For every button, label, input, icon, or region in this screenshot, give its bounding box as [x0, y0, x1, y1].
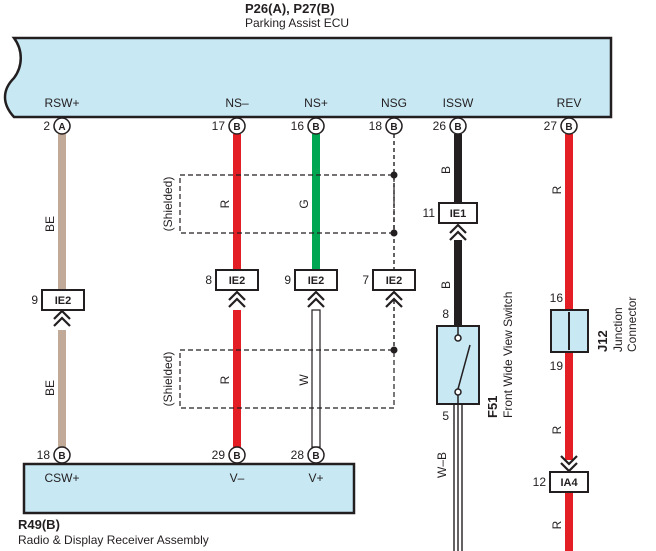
- receiver-terminal-v-minus: V–: [230, 471, 245, 485]
- terminal-nsg: NSG: [381, 96, 407, 110]
- pin-circle-b: B: [228, 117, 246, 135]
- pin-number: 18: [37, 448, 51, 462]
- pin-circle-b: B: [53, 446, 71, 464]
- front-wide-view-switch: [436, 325, 480, 405]
- svg-text:B: B: [565, 122, 572, 133]
- terminal-rsw-plus: RSW+: [44, 96, 79, 110]
- receiver-box: [22, 462, 356, 515]
- connector-ie2: IE2: [372, 269, 416, 291]
- wire-color-label: B: [439, 166, 453, 174]
- wire-color-label: R: [550, 425, 564, 434]
- ecu-box: [3, 36, 613, 119]
- wire-issw-lower: [453, 404, 463, 551]
- pin-circle-b: B: [307, 117, 325, 135]
- wire-color-label: B: [439, 281, 453, 289]
- connector-ia4: IA4: [549, 471, 589, 493]
- connector-ie2: IE2: [41, 289, 85, 311]
- pin-number: 26: [433, 119, 447, 133]
- chevron-up-icon: [307, 290, 325, 308]
- svg-text:B: B: [390, 122, 397, 133]
- shield-junction-dot: [390, 346, 398, 354]
- svg-text:IE2: IE2: [386, 275, 403, 287]
- terminal-ns-minus: NS–: [225, 96, 249, 110]
- svg-text:IA4: IA4: [560, 477, 578, 489]
- pin-number: 28: [291, 448, 305, 462]
- ecu-code: P26(A), P27(B): [245, 1, 335, 16]
- svg-text:B: B: [58, 451, 65, 462]
- terminal-ns-plus: NS+: [304, 96, 328, 110]
- pin-number: 27: [544, 119, 558, 133]
- pin-number: 29: [212, 448, 226, 462]
- pin-circle-b: B: [449, 117, 467, 135]
- wire-color-label: G: [297, 199, 311, 208]
- svg-text:B: B: [233, 451, 240, 462]
- junction-code: J12: [595, 330, 610, 352]
- junction-name-line1: Junction: [611, 307, 625, 352]
- pin-number: 16: [291, 119, 305, 133]
- chevron-up-icon: [385, 290, 403, 308]
- wire-color-label: BE: [43, 380, 57, 396]
- connector-ie1: IE1: [438, 202, 478, 224]
- ecu-name: Parking Assist ECU: [245, 16, 349, 30]
- pin-circle-b: B: [307, 446, 325, 464]
- shield-junction-dot: [390, 171, 398, 179]
- svg-text:B: B: [454, 122, 461, 133]
- shield-label-lower: (Shielded): [161, 352, 175, 407]
- connector-ie2: IE2: [215, 269, 259, 291]
- pin-number: 8: [205, 273, 212, 287]
- wire-ns-plus-lower: [311, 309, 321, 448]
- pin-number: 2: [43, 119, 50, 133]
- wire-color-label: R: [218, 199, 232, 208]
- receiver-code: R49(B): [18, 517, 60, 532]
- pin-number: 19: [550, 359, 564, 373]
- svg-text:IE2: IE2: [308, 275, 325, 287]
- receiver-terminal-v-plus: V+: [308, 471, 323, 485]
- pin-circle-b: B: [228, 446, 246, 464]
- pin-number: 11: [423, 206, 436, 220]
- receiver-name: Radio & Display Receiver Assembly: [18, 533, 209, 547]
- svg-text:B: B: [312, 122, 319, 133]
- chevron-up-icon: [449, 223, 467, 241]
- pin-number: 5: [442, 409, 449, 423]
- shield-label-upper: (Shielded): [161, 177, 175, 232]
- svg-text:B: B: [233, 122, 240, 133]
- shield-junction-dot: [390, 229, 398, 237]
- terminal-issw: ISSW: [443, 96, 474, 110]
- pin-circle-b: B: [385, 117, 403, 135]
- switch-name: Front Wide View Switch: [501, 292, 515, 419]
- svg-text:IE2: IE2: [55, 295, 72, 307]
- pin-number: 18: [369, 119, 383, 133]
- wire-color-label: W–B: [435, 452, 449, 478]
- svg-text:IE2: IE2: [229, 275, 246, 287]
- pin-number: 17: [212, 119, 226, 133]
- pin-number: 9: [31, 293, 38, 307]
- receiver-terminal-csw-plus: CSW+: [44, 471, 79, 485]
- shield-box-upper: [179, 174, 395, 234]
- pin-circle-a: A: [53, 117, 71, 135]
- pin-number: 8: [442, 307, 449, 321]
- wire-color-label: R: [550, 520, 564, 529]
- connector-ie2: IE2: [294, 269, 338, 291]
- svg-text:IE1: IE1: [450, 208, 467, 220]
- pin-number: 9: [284, 273, 291, 287]
- chevron-up-icon: [228, 290, 246, 308]
- wire-color-label: BE: [43, 216, 57, 232]
- pin-number: 12: [533, 475, 547, 489]
- svg-text:B: B: [312, 451, 319, 462]
- wire-color-label: R: [550, 185, 564, 194]
- shield-box-lower: [179, 349, 395, 409]
- pin-number: 7: [362, 273, 369, 287]
- wire-color-label: W: [297, 374, 311, 386]
- wire-color-label: R: [218, 375, 232, 384]
- junction-connector: [550, 309, 589, 353]
- chevron-up-icon: [53, 309, 71, 327]
- svg-text:A: A: [58, 122, 65, 133]
- pin-circle-b: B: [560, 117, 578, 135]
- switch-code: F51: [485, 396, 500, 418]
- pin-number: 16: [550, 291, 564, 305]
- junction-name-line2: Connector: [625, 297, 639, 352]
- terminal-rev: REV: [557, 96, 582, 110]
